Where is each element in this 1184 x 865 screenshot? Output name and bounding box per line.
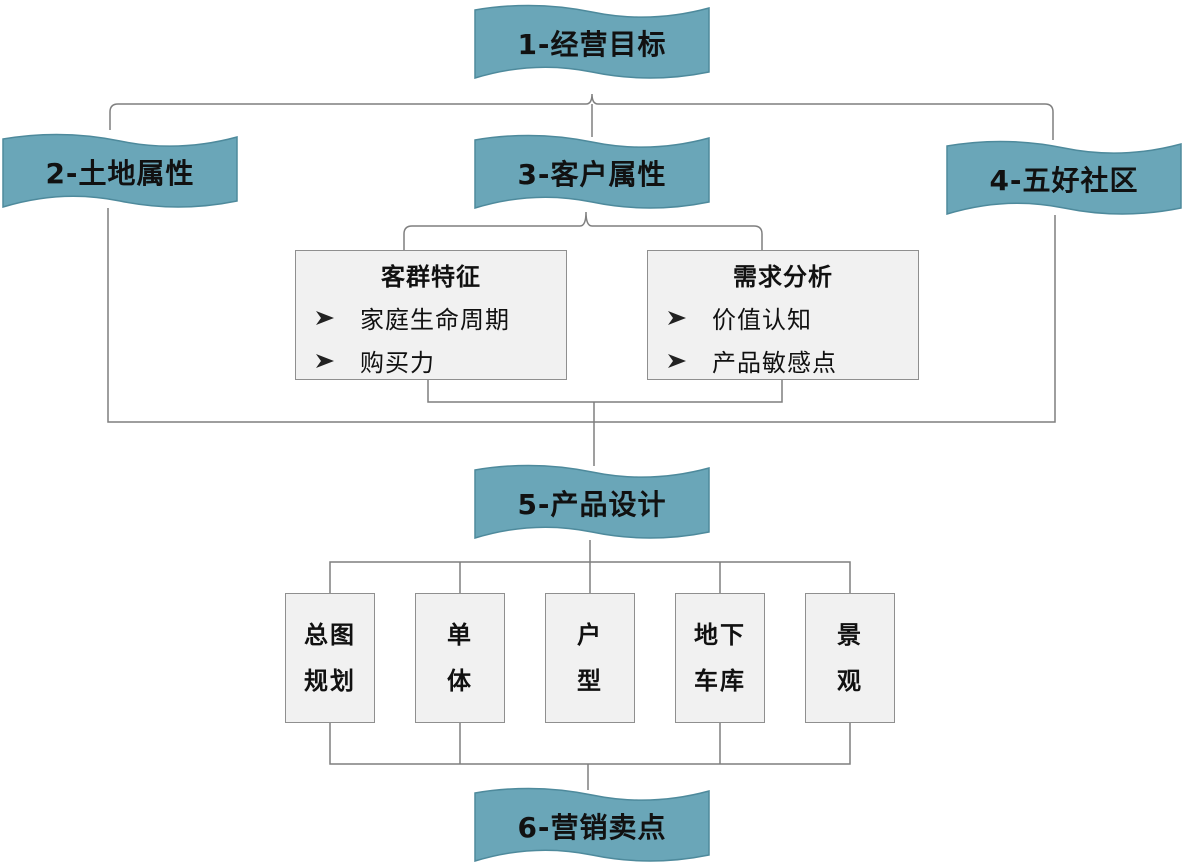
banner-customer-label: 3-客户属性 <box>517 158 667 191</box>
list-item-label: 产品敏感点 <box>712 349 837 377</box>
design-item-line1: 地下 <box>694 621 746 649</box>
banner-community: 4-五好社区 <box>946 140 1182 218</box>
banner-design-label: 5-产品设计 <box>517 488 667 521</box>
banner-selling-label: 6-营销卖点 <box>517 811 667 844</box>
customer-features-title: 客群特征 <box>381 263 481 291</box>
design-item-unit-type: 户 型 <box>545 593 635 723</box>
wave-banner-shape <box>946 140 1182 216</box>
banner-selling: 6-营销卖点 <box>474 787 710 865</box>
wave-banner-shape <box>474 134 710 210</box>
wave-banner-shape <box>474 787 710 863</box>
wave-banner-shape <box>474 464 710 540</box>
banner-design: 5-产品设计 <box>474 464 710 542</box>
arrow-bullet-icon <box>316 310 334 325</box>
list-item-label: 家庭生命周期 <box>360 306 510 334</box>
design-item-line2: 体 <box>447 667 473 695</box>
list-item-label: 购买力 <box>360 349 435 377</box>
design-item-line2: 型 <box>577 667 603 695</box>
banner-goal: 1-经营目标 <box>474 4 710 82</box>
design-item-garage: 地下 车库 <box>675 593 765 723</box>
banner-customer: 3-客户属性 <box>474 134 710 212</box>
arrow-bullet-icon <box>316 353 334 368</box>
demand-analysis-box: 需求分析 价值认知 产品敏感点 <box>647 250 919 380</box>
list-item: 购买力 <box>296 343 566 378</box>
wave-banner-shape <box>2 133 238 209</box>
design-item-line2: 规划 <box>304 667 356 695</box>
wave-banner-shape <box>474 4 710 80</box>
design-item-line2: 车库 <box>694 667 746 695</box>
banner-community-label: 4-五好社区 <box>989 164 1139 197</box>
list-item: 家庭生命周期 <box>296 300 566 335</box>
design-item-line1: 单 <box>447 621 473 649</box>
design-item-line1: 总图 <box>304 621 356 649</box>
arrow-bullet-icon <box>668 310 686 325</box>
banner-goal-label: 1-经营目标 <box>517 28 667 61</box>
banner-land-label: 2-土地属性 <box>45 157 195 190</box>
list-item: 产品敏感点 <box>648 343 918 378</box>
demand-analysis-title: 需求分析 <box>733 263 833 291</box>
customer-features-box: 客群特征 家庭生命周期 购买力 <box>295 250 567 380</box>
design-item-landscape: 景 观 <box>805 593 895 723</box>
list-item-label: 价值认知 <box>712 306 812 334</box>
design-item-line2: 观 <box>837 667 863 695</box>
banner-land: 2-土地属性 <box>2 133 238 211</box>
design-item-building: 单 体 <box>415 593 505 723</box>
design-item-line1: 户 <box>577 621 603 649</box>
design-item-master-plan: 总图 规划 <box>285 593 375 723</box>
list-item: 价值认知 <box>648 300 918 335</box>
design-item-line1: 景 <box>837 621 863 649</box>
arrow-bullet-icon <box>668 353 686 368</box>
